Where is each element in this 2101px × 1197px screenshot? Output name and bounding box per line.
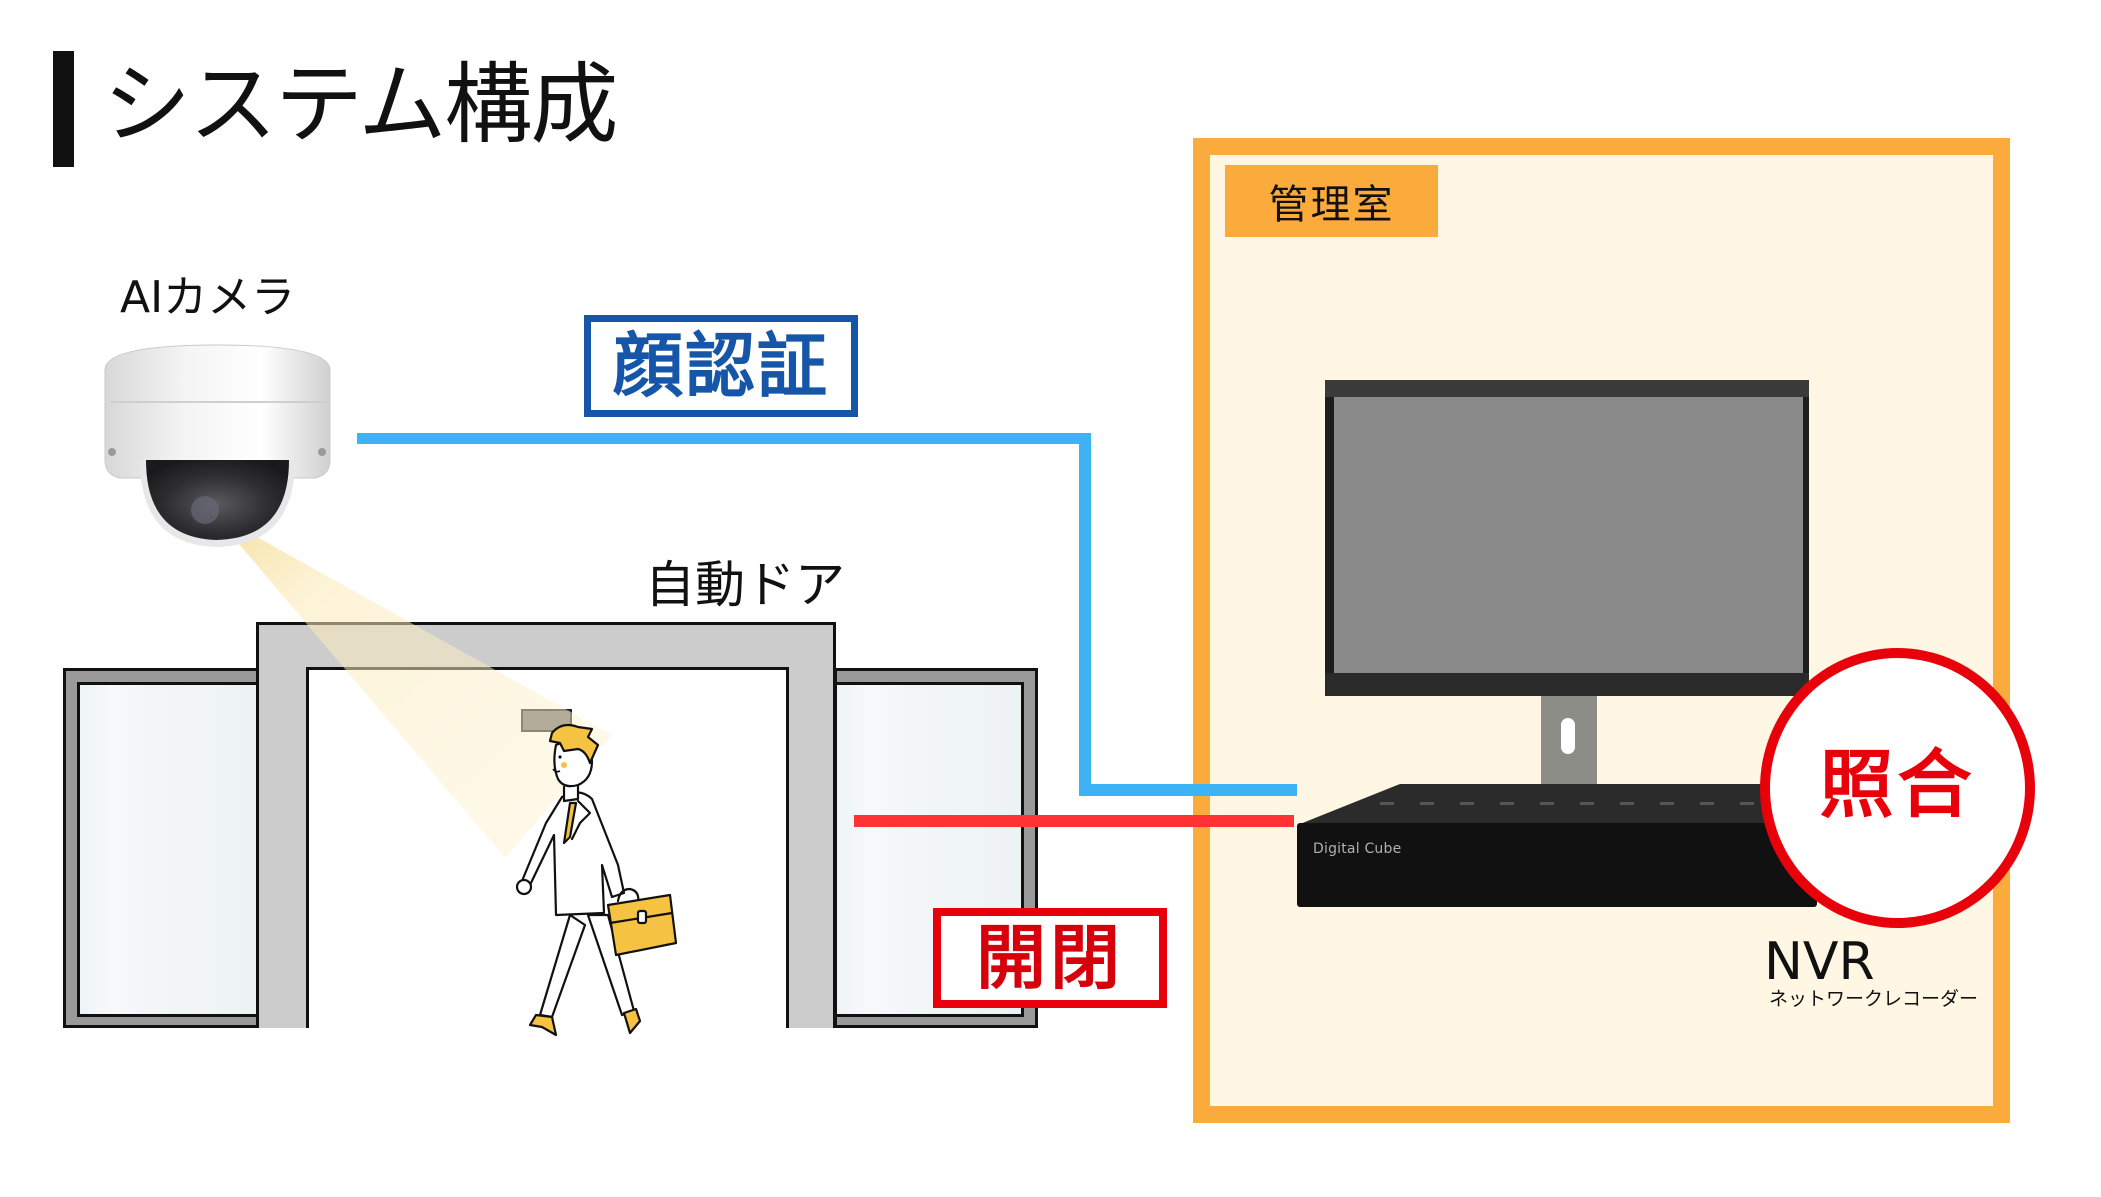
open-close-line: [854, 815, 1294, 827]
door-glass-left: [77, 682, 259, 1017]
door-side-panel-left: [63, 668, 259, 1028]
face-auth-line-segment: [1079, 784, 1297, 796]
management-room-label: 管理室: [1225, 165, 1438, 237]
nvr-label: NVR: [1764, 932, 1875, 992]
nvr-top-surface: [1300, 784, 1780, 824]
monitor-chin: [1325, 673, 1809, 696]
door-label: 自動ドア: [645, 556, 845, 614]
open-close-label: 開閉: [933, 908, 1167, 1008]
dome-camera-icon: [104, 344, 331, 547]
monitor-icon: [1325, 380, 1809, 696]
match-badge: 照合: [1760, 648, 2035, 928]
management-room-label-text: 管理室: [1268, 182, 1395, 228]
match-badge-text: 照合: [1819, 742, 1976, 828]
monitor-bezel: [1325, 380, 1809, 397]
monitor-stand-hole: [1561, 718, 1575, 754]
page-title: システム構成: [103, 53, 618, 156]
face-auth-label: 顔認証: [584, 315, 858, 417]
camera-label: AIカメラ: [120, 272, 296, 323]
monitor-screen: [1334, 397, 1803, 673]
title-accent-bar: [53, 51, 74, 167]
nvr-device-icon: Digital Cube: [1297, 823, 1817, 907]
monitor-stand: [1541, 696, 1597, 788]
nvr-sublabel: ネットワークレコーダー: [1769, 988, 1979, 1010]
open-close-label-text: 開閉: [976, 917, 1124, 999]
face-auth-line-segment: [1079, 433, 1091, 796]
walking-businessman-icon: [515, 723, 678, 1037]
face-auth-label-text: 顔認証: [613, 325, 829, 407]
nvr-brand-text: Digital Cube: [1313, 841, 1402, 857]
face-auth-line-segment: [357, 433, 1091, 444]
